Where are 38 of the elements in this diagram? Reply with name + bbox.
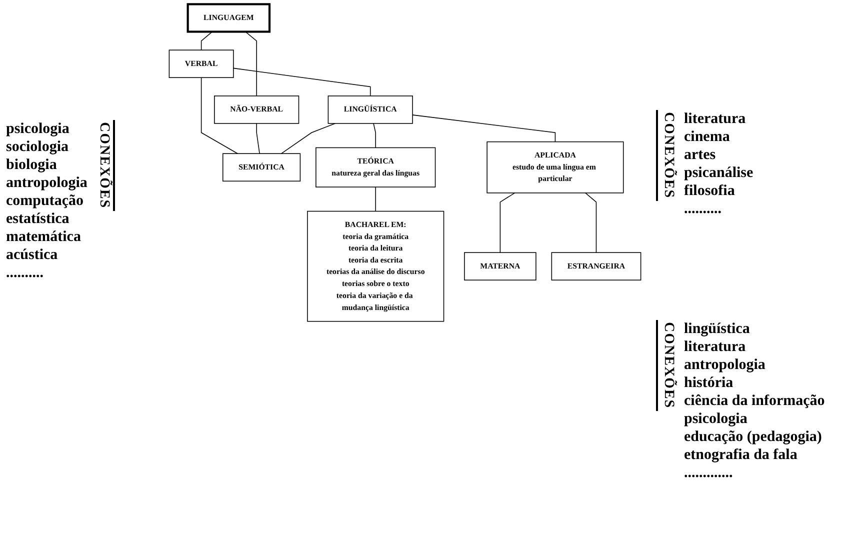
list-item: etnografia da fala bbox=[684, 446, 798, 464]
connector bbox=[245, 31, 257, 96]
list-item: literatura bbox=[684, 338, 747, 356]
list-item: biologia bbox=[6, 156, 58, 174]
connector bbox=[200, 31, 213, 50]
list-item: filosofia bbox=[684, 182, 736, 200]
list-item: psicologia bbox=[6, 120, 70, 138]
list-item: psicanálise bbox=[684, 164, 754, 182]
list-item: literatura bbox=[684, 110, 747, 128]
connector bbox=[585, 192, 597, 253]
ellipsis-dots: .......... bbox=[684, 200, 722, 218]
list-item: sociologia bbox=[6, 138, 70, 156]
ellipsis-dots: ............. bbox=[684, 464, 734, 482]
bracket-heading: CONEXÕES bbox=[656, 320, 678, 411]
list-item: estatística bbox=[6, 210, 70, 228]
list-item: matemática bbox=[6, 228, 82, 246]
list-item: antropologia bbox=[684, 356, 766, 374]
list-item: lingüística bbox=[684, 320, 751, 338]
connector bbox=[412, 114, 556, 142]
connector bbox=[373, 123, 376, 148]
connector bbox=[233, 68, 371, 96]
bracket-heading: CONEXÕES bbox=[656, 110, 678, 201]
list-item: educação (pedagogia) bbox=[684, 428, 823, 446]
connector bbox=[280, 123, 336, 154]
list-item: psicologia bbox=[684, 410, 748, 428]
list-item: artes bbox=[684, 146, 717, 164]
bracket-heading: CONEXÕES bbox=[93, 120, 116, 211]
connector bbox=[200, 77, 238, 154]
list-item: antropologia bbox=[6, 174, 88, 192]
connector bbox=[256, 123, 260, 154]
list-item: computação bbox=[6, 192, 84, 210]
connector bbox=[375, 186, 376, 212]
list-item: história bbox=[684, 374, 734, 392]
list-item: cinema bbox=[684, 128, 731, 146]
connector bbox=[500, 192, 516, 253]
ellipsis-dots: .......... bbox=[6, 264, 44, 282]
list-item: acústica bbox=[6, 246, 59, 264]
list-item: ciência da informação bbox=[684, 392, 825, 410]
